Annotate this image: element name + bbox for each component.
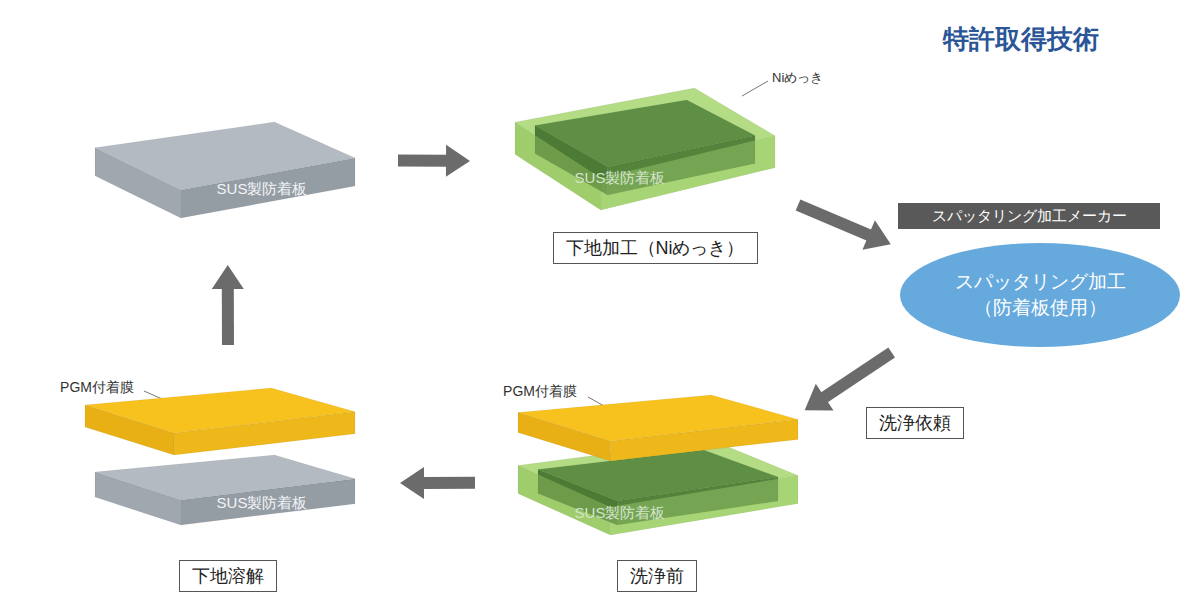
flow-arrow bbox=[212, 265, 244, 345]
shape-outline bbox=[900, 243, 1180, 347]
slab-faces bbox=[95, 122, 355, 218]
plate-label: SUS製防着板 bbox=[217, 494, 308, 513]
sus-plate: SUS製防着板 bbox=[95, 122, 355, 218]
shape-outline bbox=[515, 88, 775, 210]
shape-outline bbox=[95, 455, 355, 525]
process-ellipse: スパッタリング加工 （防着板使用） bbox=[900, 243, 1180, 347]
pgm-film: PGM付着膜 bbox=[518, 395, 798, 461]
step-caption: 下地溶解 bbox=[179, 560, 277, 592]
arrow-head bbox=[212, 265, 244, 289]
plating-overlay bbox=[515, 122, 601, 210]
arrow-shaft bbox=[398, 155, 448, 167]
arrow-head bbox=[400, 467, 424, 499]
plate-label: SUS製防着板 bbox=[575, 504, 666, 523]
flow-arrow bbox=[805, 353, 892, 411]
plating-overlay bbox=[518, 465, 610, 535]
diagram-title: 特許取得技術 bbox=[943, 22, 1099, 57]
slab-faces bbox=[518, 440, 798, 535]
step-caption: 下地加工（Niめっき） bbox=[553, 232, 758, 264]
pgm-film: PGM付着膜 bbox=[85, 388, 355, 455]
shape-outline bbox=[95, 122, 355, 218]
plate-label: SUS製防着板 bbox=[575, 169, 666, 188]
slab-faces bbox=[518, 395, 798, 461]
arrow-head bbox=[446, 145, 470, 177]
flow-arrow bbox=[400, 467, 475, 499]
arrow-head bbox=[862, 220, 890, 249]
ellipse-outline bbox=[900, 243, 1180, 347]
sus-plate: SUS製防着板 bbox=[95, 455, 355, 525]
arrow-shaft bbox=[823, 353, 892, 399]
leader-line bbox=[742, 81, 768, 96]
arrow-shaft bbox=[798, 205, 870, 236]
shape-outline bbox=[518, 395, 798, 461]
caption-text: 下地加工（Niめっき） bbox=[566, 236, 745, 260]
slab-face bbox=[518, 395, 798, 441]
shape-outline bbox=[85, 388, 355, 455]
caption-text: 下地溶解 bbox=[192, 564, 264, 588]
process-text: スパッタリング加工 （防着板使用） bbox=[940, 269, 1140, 320]
arrow-shaft bbox=[422, 477, 475, 489]
arrow-head bbox=[805, 384, 834, 411]
slab-face bbox=[95, 455, 355, 500]
part-label: Niめっき bbox=[772, 69, 823, 87]
edge-label: 洗浄依頼 bbox=[866, 407, 964, 439]
caption-text: 洗浄前 bbox=[630, 564, 684, 588]
arrow-shaft bbox=[222, 287, 234, 345]
slab-faces bbox=[85, 388, 355, 455]
caption-text: スパッタリング加工メーカー bbox=[932, 207, 1127, 226]
flow-arrow bbox=[398, 145, 470, 177]
step-caption: 洗浄前 bbox=[617, 560, 697, 592]
slab-faces bbox=[515, 88, 775, 210]
callout-label: PGM付着膜 bbox=[60, 379, 134, 397]
maker-band: スパッタリング加工メーカー bbox=[898, 203, 1160, 229]
slab-faces bbox=[95, 455, 355, 525]
flow-arrow bbox=[798, 205, 891, 250]
plate-label: SUS製防着板 bbox=[217, 180, 308, 199]
callout-label: PGM付着膜 bbox=[503, 383, 577, 401]
ni-plated-plate: SUS製防着板 bbox=[515, 88, 775, 210]
